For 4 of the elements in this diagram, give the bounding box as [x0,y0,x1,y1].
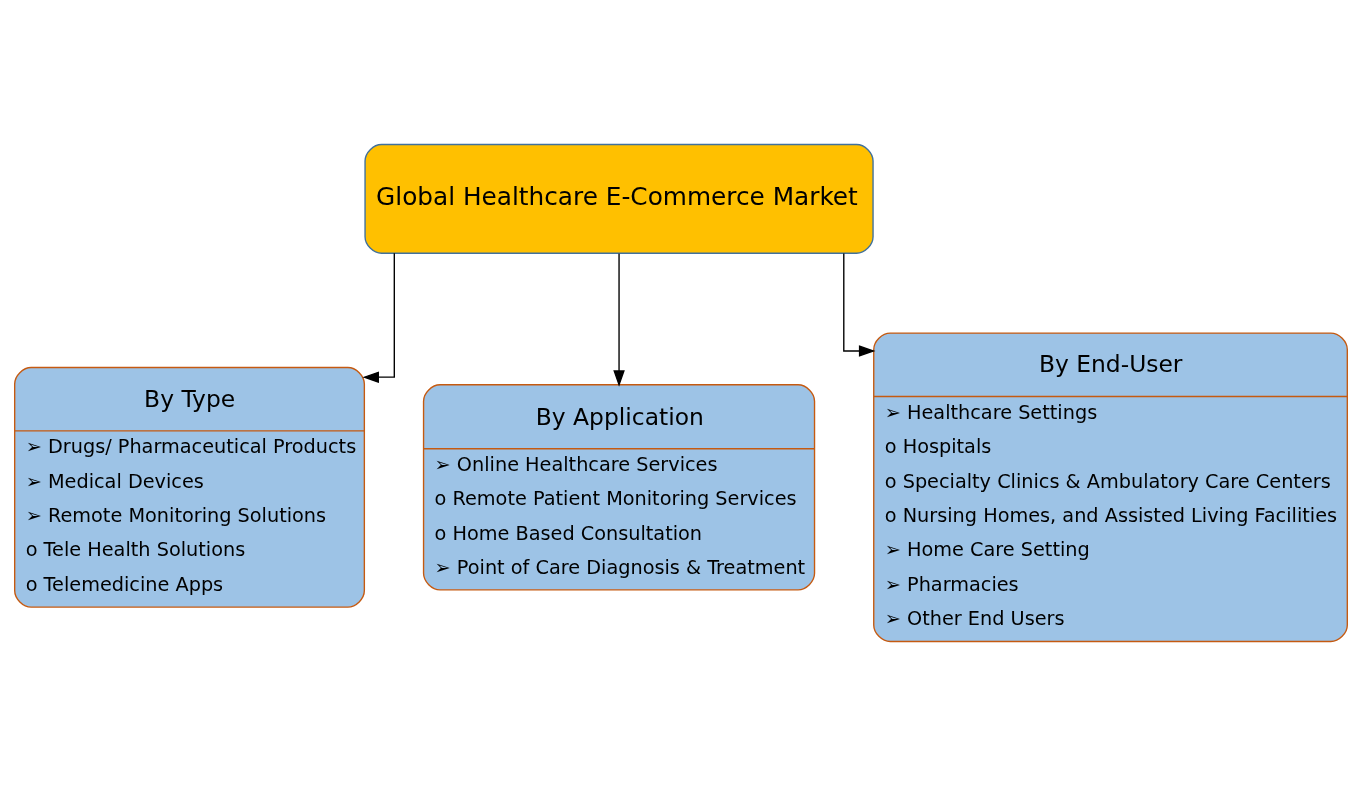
arrow [362,252,395,383]
node-box: Global Healthcare E-Commerce Market [364,143,874,254]
arrow [843,252,876,357]
arrow [613,253,625,387]
